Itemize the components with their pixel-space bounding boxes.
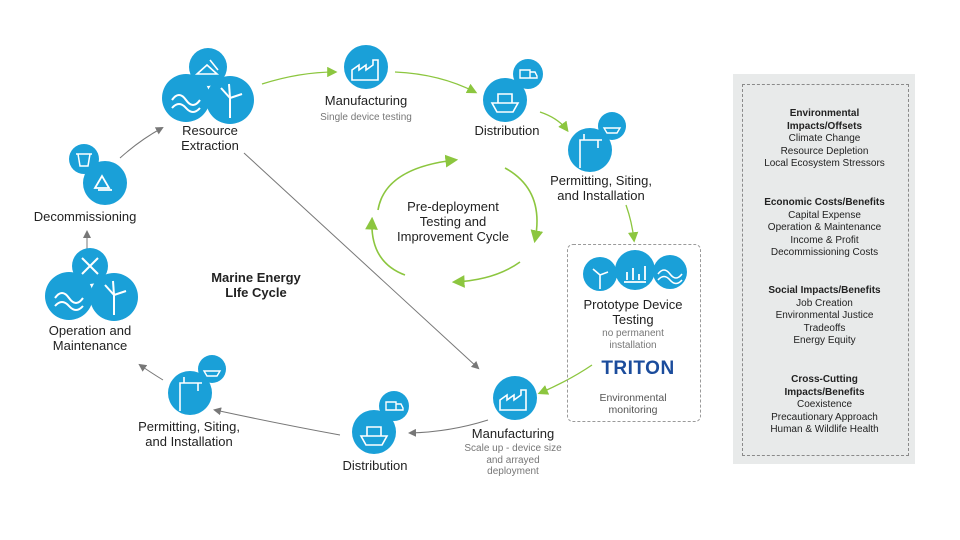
- label-distribution-bottom: Distribution: [342, 458, 408, 473]
- arrow-decommissioning-to-extraction: [119, 127, 164, 159]
- wind-turbine-icon: [104, 280, 127, 315]
- label-permitting-right: Permitting, Siting,and Installation: [550, 173, 652, 203]
- distribution-icons-top: [483, 59, 543, 122]
- ship-icon: [359, 426, 389, 446]
- impacts-panel: [733, 74, 915, 464]
- arrow-permitting-to-operation: [138, 363, 164, 381]
- crane-icon: [579, 134, 602, 168]
- label-manufacturing-top-sub: Single device testing: [320, 112, 412, 123]
- truck-icon: [385, 401, 404, 411]
- cycle-arc-top: [377, 154, 459, 211]
- arrow-extraction-to-manufacturing: [261, 66, 338, 85]
- wave-icon: [657, 269, 683, 285]
- resource-extraction-icons: [162, 48, 254, 124]
- wave-icon: [171, 94, 201, 113]
- label-permitting-left: Permitting, Siting,and Installation: [138, 419, 240, 449]
- label-decommissioning: Decommissioning: [33, 209, 137, 224]
- cycle-arc-bottom: [451, 261, 521, 288]
- arrow-permitting-to-prototype: [625, 204, 639, 243]
- chart-icon: [624, 266, 646, 283]
- crane-icon: [179, 377, 202, 411]
- decommissioning-icons: [69, 144, 127, 205]
- label-manufacturing-top: Manufacturing: [324, 93, 408, 108]
- prototype-testing-box: [567, 244, 701, 422]
- arrow-extraction-to-manufacturing-diagonal: [243, 152, 480, 370]
- label-manufacturing-bottom: Manufacturing: [471, 426, 555, 441]
- impacts-panel-border: [742, 84, 909, 456]
- arrow-prototype-to-manufacturing: [537, 364, 593, 395]
- trash-bin-icon: [76, 153, 92, 167]
- truck-icon: [519, 69, 538, 79]
- arrow-manufacturing-to-distribution: [394, 71, 478, 94]
- factory-icon-top: [344, 45, 388, 89]
- cycle-arc-left: [365, 216, 406, 276]
- ship-icon: [202, 370, 222, 377]
- wind-turbine-icon: [220, 83, 243, 118]
- ship-icon: [490, 93, 520, 113]
- arrow-distribution-to-permitting: [539, 111, 569, 133]
- wave-icon: [54, 292, 84, 311]
- mining-icon: [194, 59, 220, 75]
- operation-icons: [45, 248, 138, 321]
- arrow-distribution-to-permitting-bottom: [213, 407, 341, 436]
- arrow-manufacturing-to-distribution-bottom: [408, 419, 489, 437]
- wind-turbine-icon: [592, 268, 609, 289]
- cycle-arc-right: [504, 167, 544, 244]
- distribution-icons-bottom: [352, 391, 409, 454]
- ship-icon: [602, 127, 622, 134]
- tools-icon: [81, 257, 99, 275]
- recycle-icon: [93, 174, 112, 191]
- triton-logo: TRITON: [601, 358, 675, 379]
- permitting-icons-left: [168, 355, 226, 415]
- prototype-icons: [583, 250, 687, 291]
- factory-icon-bottom: [493, 376, 537, 420]
- label-distribution-top: Distribution: [474, 123, 540, 138]
- permitting-icons-right: [568, 112, 626, 172]
